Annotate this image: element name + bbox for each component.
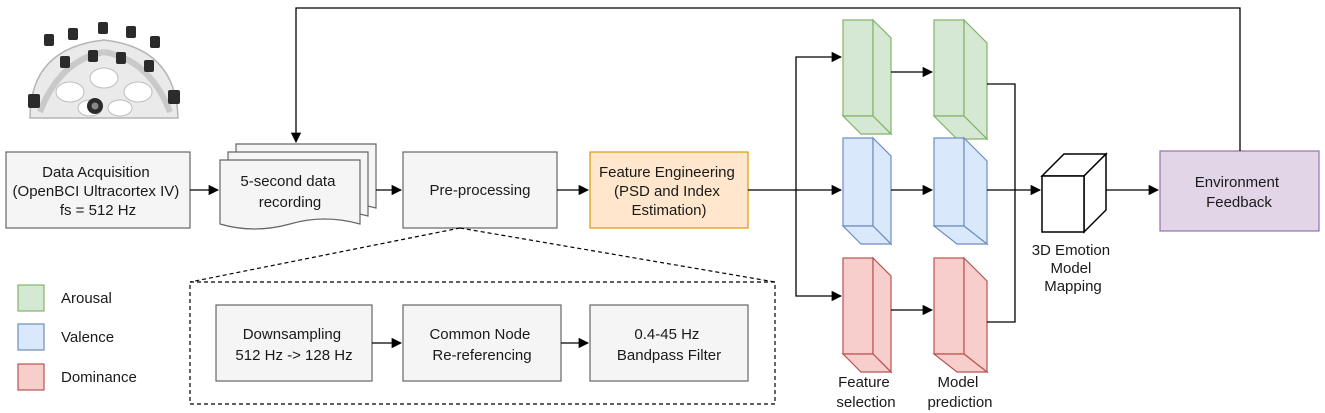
rereferencing-line-2: Re-referencing (432, 347, 531, 364)
legend-label-valence: Valence (61, 329, 114, 346)
data-acquisition-box: Data Acquisition (OpenBCI Ultracortex IV… (5, 151, 191, 229)
svg-text:Common Node Re-referenci: Common Node Re-referencing (429, 326, 534, 364)
valence-model-prediction-block (932, 136, 989, 246)
feature-engineering-line-3: Estimation) (631, 202, 706, 219)
legend-label-dominance: Dominance (61, 369, 137, 386)
preprocessing-box: Pre-processing (402, 151, 558, 229)
legend-item-dominance: Dominance (17, 363, 137, 391)
legend-item-valence: Valence (17, 323, 114, 351)
model-prediction-label: Model prediction (927, 374, 992, 411)
legend-item-arousal: Arousal (17, 284, 112, 312)
recording-line-2: recording (259, 194, 322, 211)
bandpass-line-1: 0.4-45 Hz (634, 326, 699, 343)
environment-feedback-box: Environment Feedback (1159, 150, 1320, 232)
dominance-model-prediction-block (932, 256, 989, 374)
preprocessing-detail-region (189, 227, 776, 405)
environment-line-1: Environment (1195, 174, 1280, 191)
arousal-feature-selection-block (841, 18, 893, 136)
connectors (190, 7, 1241, 349)
arousal-model-prediction-block (932, 18, 989, 141)
dominance-feature-selection-block (841, 256, 893, 374)
emotion-mapping-cube-icon (1040, 152, 1108, 234)
svg-text:5-second data recording: 5-second data recording (240, 173, 339, 211)
preprocessing-label: Pre-processing (430, 182, 531, 199)
svg-text:0.4-45 Hz Bandpass Filte: 0.4-45 Hz Bandpass Filter (617, 326, 721, 364)
data-acquisition-line-1: Data Acquisition (42, 164, 150, 181)
feature-engineering-line-1: Feature Engineering (599, 164, 735, 181)
data-acquisition-line-2: (OpenBCI Ultracortex IV) (13, 183, 180, 200)
rereferencing-box: Common Node Re-referencing (402, 304, 562, 382)
bandpass-line-2: Bandpass Filter (617, 347, 721, 364)
emotion-mapping-label: 3D Emotion Model Mapping (1032, 242, 1115, 295)
legend-label-arousal: Arousal (61, 290, 112, 307)
valence-feature-selection-block (841, 136, 893, 246)
feature-engineering-box: Feature Engineering (PSD and Index Estim… (589, 151, 749, 229)
feature-engineering-line-2: (PSD and Index (614, 183, 720, 200)
feature-selection-label: Feature selection (836, 374, 895, 411)
svg-text:Environment Feedback: Environment Feedback (1195, 174, 1283, 211)
recording-documents-shape: 5-second data recording (219, 143, 377, 230)
downsampling-box: Downsampling 512 Hz -> 128 Hz (215, 304, 373, 382)
eeg-headset-icon (28, 22, 180, 119)
bandpass-box: 0.4-45 Hz Bandpass Filter (589, 304, 749, 382)
data-acquisition-line-3: fs = 512 Hz (60, 202, 136, 219)
svg-text:Data Acquisition (OpenBC: Data Acquisition (OpenBCI Ultracortex IV… (13, 164, 184, 219)
rereferencing-line-1: Common Node (429, 326, 530, 343)
recording-line-1: 5-second data (240, 173, 336, 190)
svg-text:Downsampling 512 Hz -> 1: Downsampling 512 Hz -> 128 Hz (235, 326, 352, 364)
svg-text:Feature Engineering (PSD: Feature Engineering (PSD and Index Estim… (599, 164, 739, 219)
environment-line-2: Feedback (1206, 194, 1272, 211)
downsampling-line-1: Downsampling (243, 326, 341, 343)
legend: Arousal Valence Dominance (17, 284, 137, 391)
downsampling-line-2: 512 Hz -> 128 Hz (235, 347, 352, 364)
